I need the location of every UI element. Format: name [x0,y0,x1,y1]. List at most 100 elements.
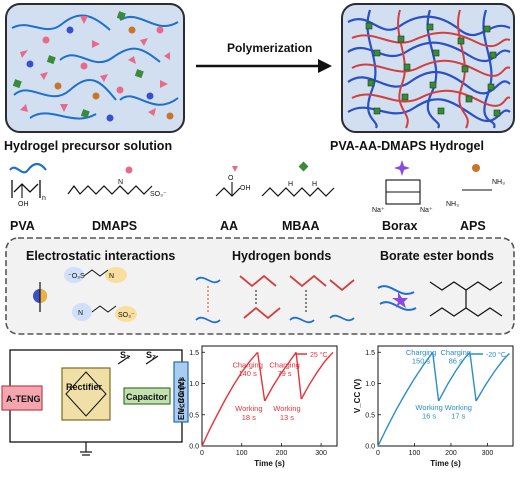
dmaps-label: DMAPS [92,219,137,233]
y-tick-label: 1.0 [365,381,375,388]
precursor-solution-box [5,3,185,133]
so3-text: SO₃⁻ [118,312,135,319]
x-tick-label: 100 [236,450,248,457]
borax-na2: Na⁺ [420,207,433,214]
annotation: 13 s [280,413,294,422]
svg-text:N: N [118,179,123,186]
pva-subscript: n [42,195,46,202]
hydrogel-network-box [341,3,515,133]
x-tick-label: 200 [445,450,457,457]
dmaps-circles [26,26,174,122]
wavy-line-icon [9,162,47,174]
rectifier-box [61,367,111,421]
y-tick-label: 1.5 [365,350,375,357]
s1-label: S₁ [120,350,130,360]
hydrogel-caption: PVA-AA-DMAPS Hydrogel [330,139,484,153]
x-tick-label: 100 [409,450,421,457]
annotation: 150 s [412,357,431,366]
x-tick-label: 0 [376,450,380,457]
annotation: Working [445,403,472,412]
y-tick-label: 0.0 [365,444,375,451]
aa-label: AA [220,219,238,233]
x-axis-label: Time (s) [254,459,285,468]
x-tick-label: 300 [482,450,494,457]
electrostatic-illustration: ⁻O₃S N N SO₃⁻ [33,267,137,322]
teng-label: A-TENG [6,394,41,404]
circle-icon [472,164,480,172]
series-line [300,351,334,400]
rectifier-label: Rectifier [66,382,103,392]
y-tick-label: 0.5 [365,412,375,419]
hydrogen-title: Hydrogen bonds [232,249,331,263]
plot-frame [201,345,338,447]
aa-triangles [20,16,170,116]
switch-s2 [145,355,159,365]
annotation: Charging [269,360,299,369]
star-icon [394,160,410,176]
circle-icon [125,166,133,174]
annotation: 140 s [238,369,257,378]
annotation: 17 s [451,412,465,421]
series-line [256,352,266,402]
annotation: 86 s [449,357,463,366]
capacitor-label: Capacitor [126,392,168,402]
diamond-icon [298,161,309,172]
aps-nh3-1: NH₃ [492,179,505,186]
mbaa-label: MBAA [282,219,320,233]
y-tick-label: 1.0 [189,381,199,388]
legend-label: -20 °C [486,351,506,359]
series-line [295,352,302,400]
o3s-text: ⁻O₃S [68,273,85,280]
aps-label: APS [460,219,486,233]
annotation: Charging [406,348,436,357]
series-line [264,351,297,402]
capacitor-box [123,387,171,405]
crosslink-nodes [365,22,501,117]
plot-frame [377,345,514,447]
electronics-box [173,361,189,423]
precursor-caption: Hydrogel precursor solution [4,139,172,153]
annotation: 18 s [242,413,256,422]
molecule-borax: Na⁺ Na⁺ Borax [372,160,433,233]
electronics-label: Electronics [177,376,186,420]
electrostatic-title: Electrostatic interactions [26,249,175,263]
y-axis-label: V_CC (V) [353,379,362,414]
polymerization-label: Polymerization [227,41,312,55]
series-line [469,352,477,402]
mbaa-h1: H [288,181,293,188]
annotation: Working [273,404,300,413]
polymerization-arrow [196,59,332,73]
series-line [475,353,510,402]
pva-oh: OH [18,201,29,208]
n-text-1: N [109,273,114,280]
x-tick-label: 200 [276,450,288,457]
x-tick-label: 0 [200,450,204,457]
pva-label: PVA [10,219,35,233]
borate-illustration [377,281,503,317]
s2-label: S₂ [146,350,156,360]
y-tick-label: 0.5 [189,412,199,419]
mbaa-h2: H [312,181,317,188]
y-tick-label: 1.5 [189,350,199,357]
hydrogen-illustration [195,274,355,324]
dmaps-so3: SO₃⁻ [150,191,167,198]
molecule-pva: n OH PVA [9,162,47,233]
annotation: 16 s [422,412,436,421]
annotation: Working [235,404,262,413]
borate-title: Borate ester bonds [380,249,494,263]
annotation: Charging [440,348,470,357]
circuit-diagram: A-TENG Rectifier Capacitor S₁ S₂ Electro… [1,349,189,456]
n-text-2: N [78,310,83,317]
y-axis-label: V_CC (V) [177,379,186,414]
annotation: Charging [232,360,262,369]
mbaa-diamonds [12,11,144,119]
series-line [377,351,434,447]
series-line [432,352,440,402]
series-line [201,351,259,447]
switch-s1 [117,355,131,365]
borax-label: Borax [382,219,417,233]
molecule-mbaa: H H MBAA [261,161,335,233]
